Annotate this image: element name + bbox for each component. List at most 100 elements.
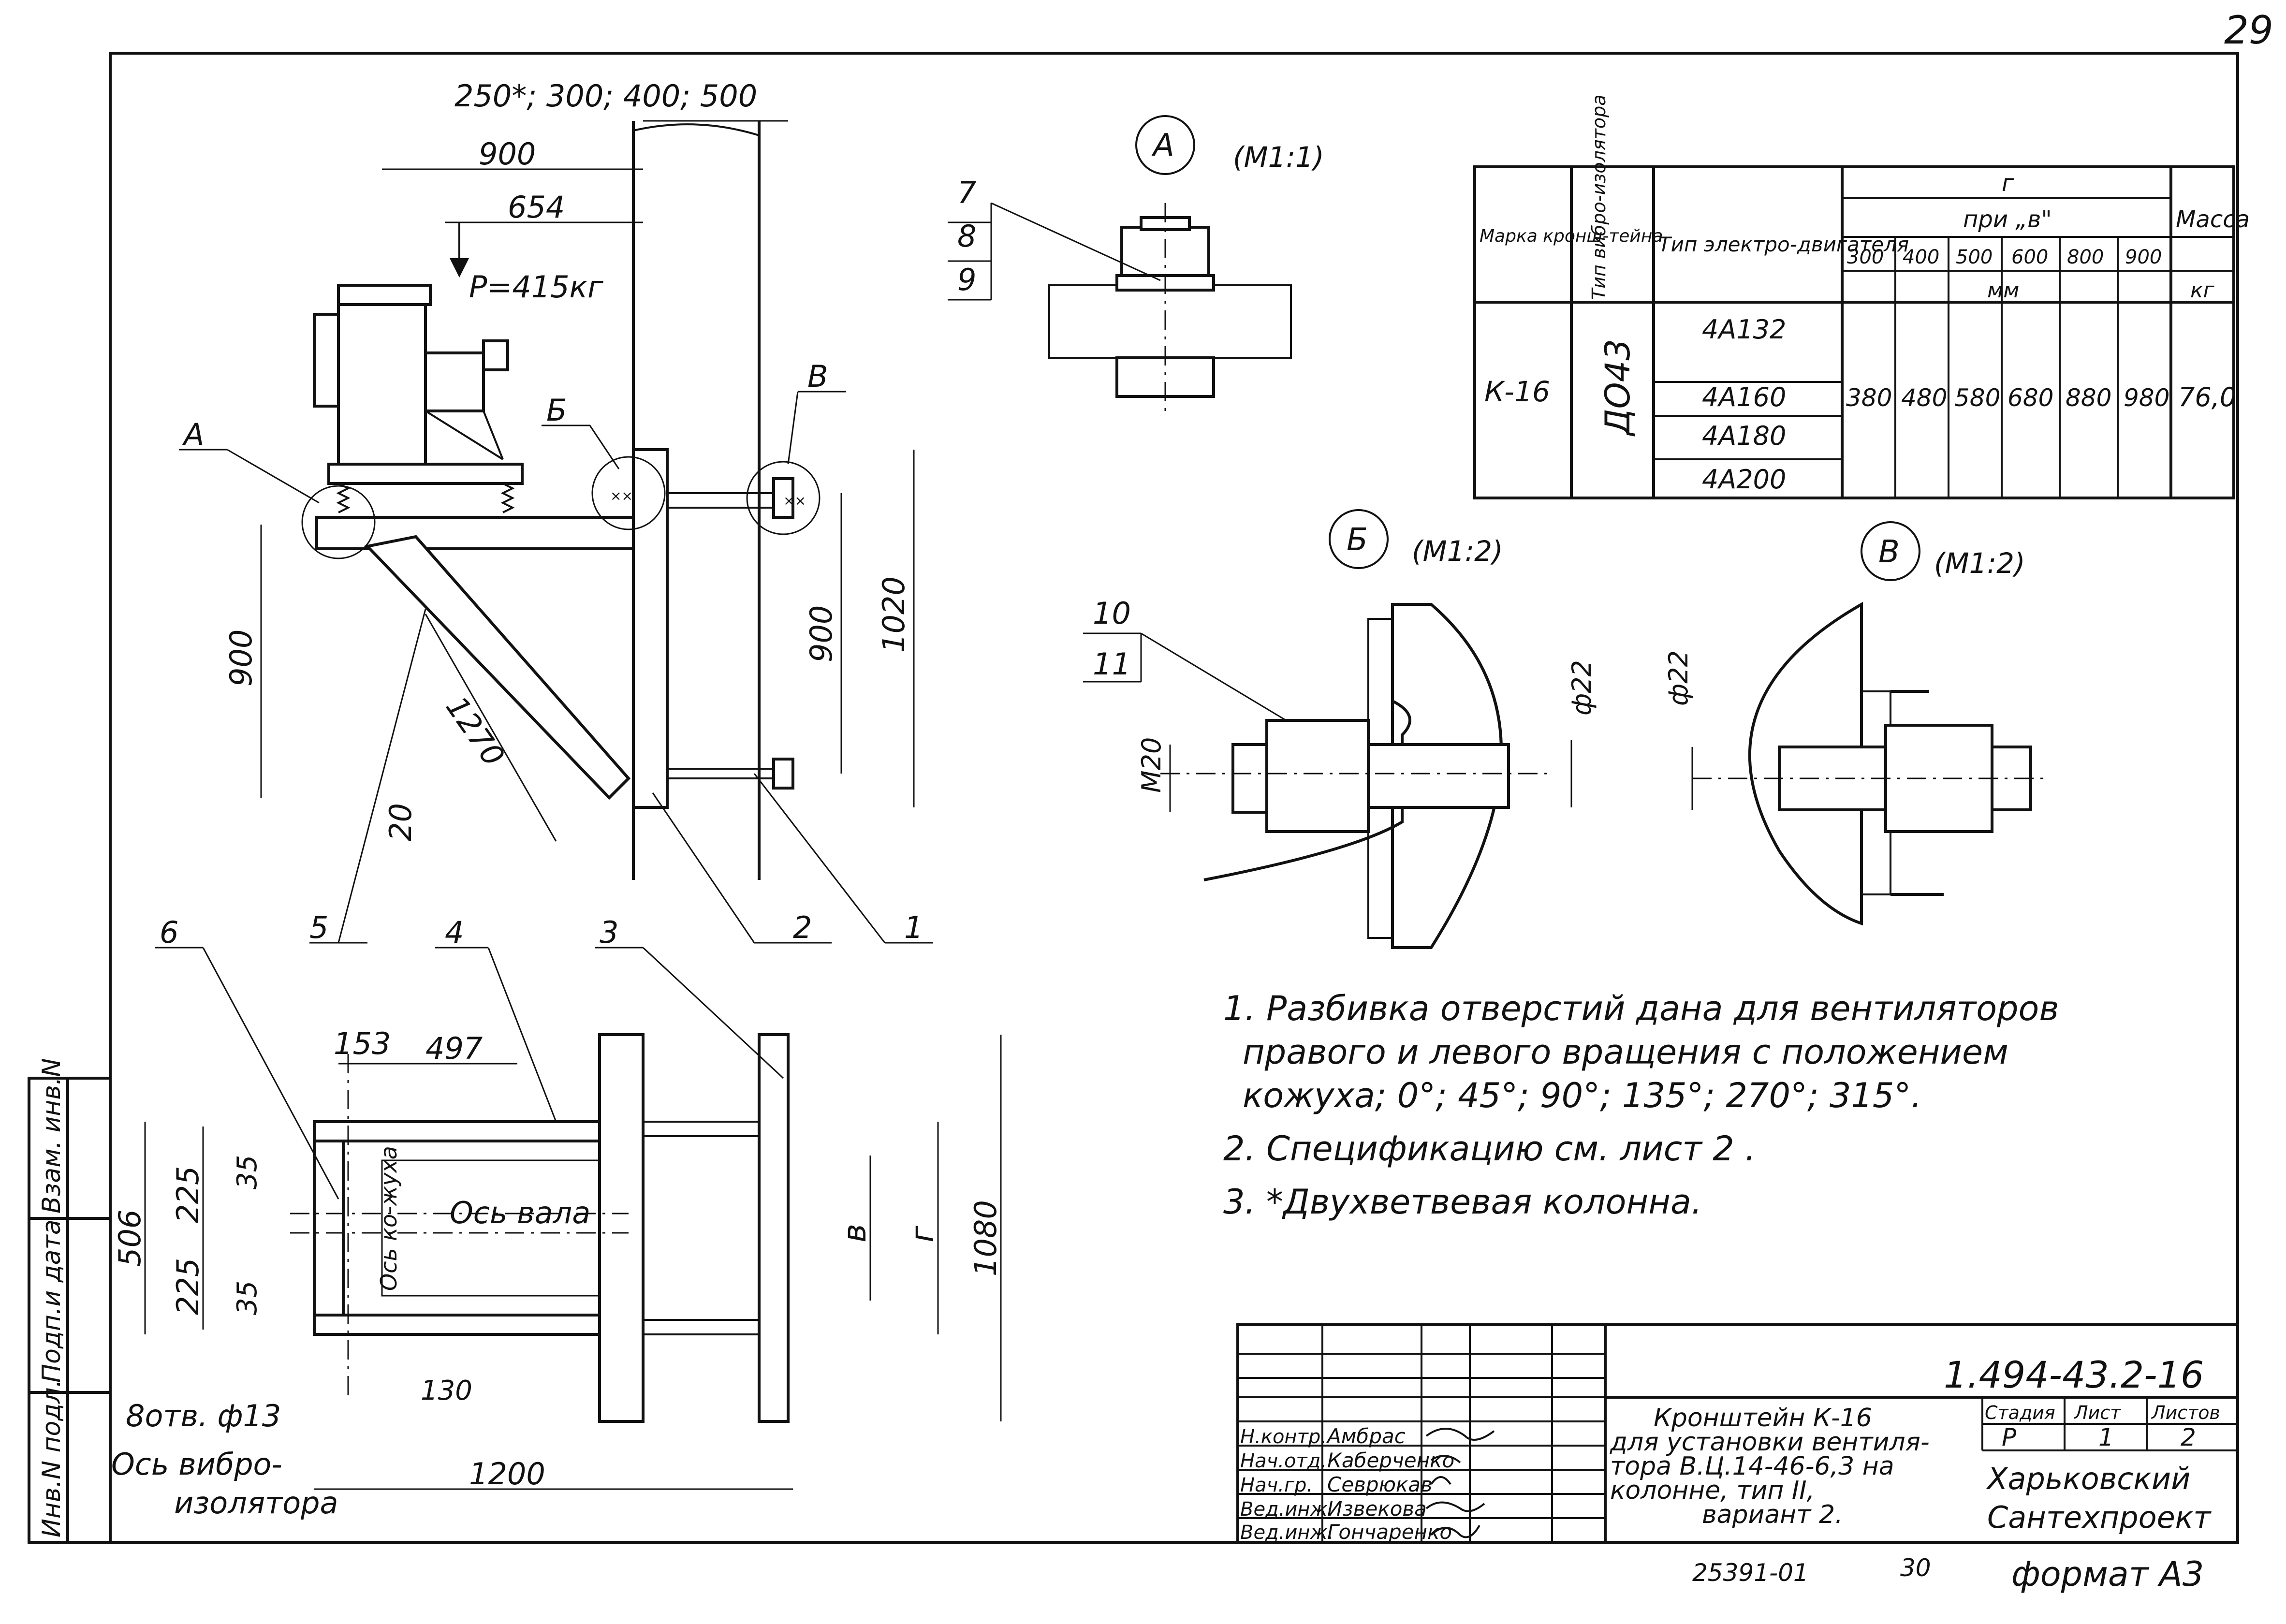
detail-A-label: А bbox=[1151, 128, 1174, 163]
dim-900-left: 900 bbox=[223, 629, 259, 687]
table-col-600: 600 bbox=[2011, 246, 2048, 268]
sidebar-inv: Инв.N подл. bbox=[37, 1379, 66, 1537]
note-1c: кожуха; 0°; 45°; 90°; 135°; 270°; 315°. bbox=[1243, 1076, 1922, 1115]
detail-V-d22: ф22 bbox=[1663, 650, 1694, 706]
dim-top: 250*; 300; 400; 500 bbox=[454, 78, 757, 114]
detail-B-m20: М20 bbox=[1136, 737, 1167, 793]
footer-page: 30 bbox=[1900, 1554, 1931, 1582]
dim-g: г bbox=[904, 1226, 941, 1243]
role-5: Вед.инж. bbox=[1240, 1522, 1334, 1544]
table-h-pri: при „в" bbox=[1963, 206, 2052, 233]
dim-v: в bbox=[836, 1224, 873, 1243]
table-unit-mm: мм bbox=[1987, 278, 2019, 303]
dim-497: 497 bbox=[425, 1031, 483, 1066]
sidebar-replace: Взам. инв.N bbox=[37, 1058, 66, 1214]
dim-654: 654 bbox=[508, 190, 565, 225]
dim-153: 153 bbox=[334, 1026, 391, 1061]
axis-shaft: Ось вала bbox=[450, 1195, 590, 1230]
title-line-1: Кронштейн К-16 bbox=[1654, 1404, 1872, 1433]
name-4: Извекова bbox=[1327, 1497, 1427, 1521]
detail-B-pos-10: 10 bbox=[1093, 596, 1131, 631]
name-2: Каберченко bbox=[1327, 1448, 1454, 1472]
h-stage: Стадия bbox=[1985, 1402, 2055, 1423]
table-val-600: 680 bbox=[2008, 384, 2053, 412]
table-h-mark: Марка кронш-тейна bbox=[1480, 226, 1663, 246]
detail-B-pos-11: 11 bbox=[1093, 646, 1131, 682]
pos-5: 5 bbox=[309, 910, 328, 945]
note-1a: 1. Разбивка отверстий дана для вентилято… bbox=[1223, 989, 2059, 1028]
sidebar-sign: Подп.и дата bbox=[37, 1219, 66, 1383]
vibro-axis-1: Ось вибро- bbox=[111, 1447, 282, 1482]
role-3: Нач.гр. bbox=[1240, 1474, 1313, 1496]
detail-A-scale: (М1:1) bbox=[1233, 141, 1324, 174]
signatures bbox=[1425, 1428, 1495, 1538]
callout-A: А bbox=[182, 417, 204, 452]
detail-V-label: В bbox=[1878, 534, 1900, 570]
role-1: Н.контр. bbox=[1240, 1426, 1327, 1448]
table-col-800: 800 bbox=[2067, 246, 2104, 268]
dim-1020: 1020 bbox=[876, 576, 911, 653]
pos-1: 1 bbox=[904, 910, 923, 945]
footer-code: 25391-01 bbox=[1692, 1559, 1809, 1587]
table-h-motor: Тип электро-двигателя bbox=[1658, 233, 1909, 256]
title-line-3: тора В.Ц.14-46-6,3 на bbox=[1610, 1452, 1894, 1481]
org-2: Сантехпроект bbox=[1987, 1500, 2212, 1535]
role-2: Нач.отд. bbox=[1240, 1450, 1327, 1472]
table-val-900: 980 bbox=[2124, 384, 2169, 412]
svg-text:××: ×× bbox=[610, 488, 633, 504]
detail-A: А (М1:1) 7 8 9 bbox=[948, 115, 1324, 411]
note-1b: правого и левого вращения с положением bbox=[1243, 1032, 2008, 1072]
detail-B: Б (М1:2) 10 11 М20 ф22 bbox=[1083, 509, 1597, 949]
detail-A-pos-9: 9 bbox=[957, 262, 976, 297]
dim-130: 130 bbox=[421, 1375, 472, 1406]
callout-B: Б bbox=[546, 393, 567, 428]
stage: Р bbox=[2002, 1423, 2017, 1451]
name-3: Севрюкав bbox=[1327, 1473, 1433, 1496]
sheet: 1 bbox=[2098, 1423, 2114, 1451]
role-4: Вед.инж. bbox=[1240, 1498, 1334, 1521]
h-sheet: Лист bbox=[2073, 1402, 2122, 1423]
dim-225b: 225 bbox=[170, 1258, 205, 1315]
notes: 1. Разбивка отверстий дана для вентилято… bbox=[1223, 989, 2059, 1222]
detail-A-pos-8: 8 bbox=[957, 219, 976, 254]
dim-1200: 1200 bbox=[469, 1456, 545, 1492]
table-unit-kg: кг bbox=[2190, 278, 2215, 303]
table-motor-2: 4А160 bbox=[1702, 382, 1786, 412]
name-1: Амбрас bbox=[1326, 1424, 1406, 1448]
sidebar-stamp: Инв.N подл. Подп.и дата Взам. инв.N bbox=[28, 1058, 112, 1544]
table-h-g: г bbox=[2002, 170, 2014, 197]
dim-900-top: 900 bbox=[479, 136, 536, 172]
note-3: 3. *Двухветвевая колонна. bbox=[1223, 1182, 1702, 1222]
table-val-800: 880 bbox=[2066, 384, 2111, 412]
note-2: 2. Спецификацию см. лист 2 . bbox=[1223, 1129, 1756, 1169]
pos-2: 2 bbox=[793, 910, 812, 945]
detail-V: В (М1:2) ф22 bbox=[1663, 521, 2045, 926]
detail-A-pos-7: 7 bbox=[957, 175, 976, 210]
detail-B-label: Б bbox=[1347, 522, 1368, 558]
dim-506: 506 bbox=[112, 1210, 147, 1267]
table-col-900: 900 bbox=[2125, 246, 2162, 268]
table-motor-3: 4А180 bbox=[1702, 421, 1786, 451]
dim-1080: 1080 bbox=[968, 1200, 1003, 1276]
table-col-300: 300 bbox=[1847, 246, 1884, 268]
table-col-400: 400 bbox=[1903, 246, 1939, 268]
sheets: 2 bbox=[2181, 1423, 2196, 1451]
table-h-vibro: Тип вибро-изолятора bbox=[1588, 94, 1610, 300]
table-mass: 76,0 bbox=[2178, 382, 2236, 412]
h-sheets: Листов bbox=[2151, 1402, 2220, 1423]
pos-6: 6 bbox=[160, 915, 178, 950]
doc-number: 1.494-43.2-16 bbox=[1944, 1353, 2204, 1396]
table-mark: К-16 bbox=[1484, 375, 1550, 408]
table-val-400: 480 bbox=[1901, 384, 1947, 412]
detail-B-d22: ф22 bbox=[1567, 660, 1597, 716]
dim-35a: 35 bbox=[232, 1155, 263, 1189]
title-line-4: колонне, тип II, bbox=[1610, 1476, 1815, 1505]
outer-frame bbox=[109, 52, 2239, 1544]
spec-table: Марка кронш-тейна Тип вибро-изолятора Ти… bbox=[1473, 94, 2250, 499]
table-col-500: 500 bbox=[1956, 246, 1993, 268]
page-number: 29 bbox=[2224, 8, 2273, 53]
plan-view: 153 497 506 225 225 35 35 Ось вала Ось к… bbox=[111, 915, 1003, 1521]
name-5: Гончаренко bbox=[1327, 1520, 1452, 1544]
